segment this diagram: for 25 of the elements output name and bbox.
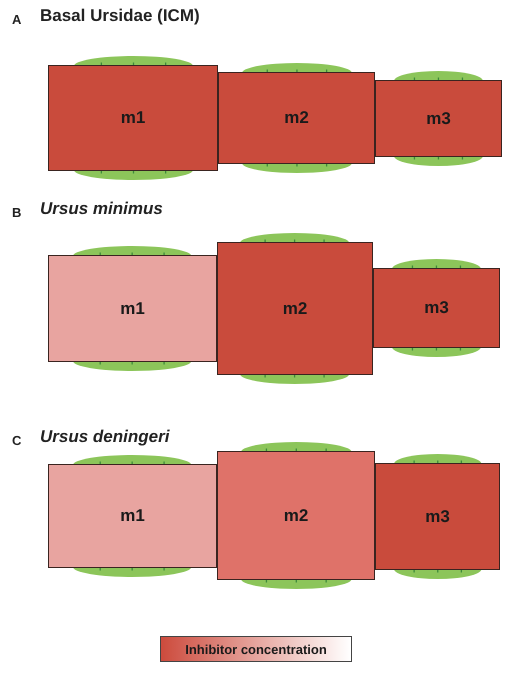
tooth-label: m2 (284, 108, 309, 128)
tooth-label: m1 (120, 108, 146, 128)
panel-heading: Ursus minimus (40, 199, 163, 219)
tooth-box (48, 464, 217, 568)
tooth-label: m3 (425, 506, 450, 526)
panel-letter: B (12, 205, 22, 220)
tooth-box (373, 268, 500, 348)
panel-letter: A (12, 12, 22, 27)
tooth-box (375, 80, 502, 157)
tooth-box (217, 451, 375, 580)
panel-letter: C (12, 433, 22, 448)
tooth-box (48, 255, 217, 362)
tooth-label: m3 (426, 108, 451, 128)
tooth-label: m1 (120, 506, 145, 526)
tooth-label: m2 (284, 506, 308, 526)
panel-heading: Basal Ursidae (ICM) (40, 6, 200, 26)
tooth-box (375, 463, 500, 570)
tooth-label: m1 (120, 298, 145, 318)
tooth-box (218, 72, 375, 164)
panel-heading: Ursus deningeri (40, 427, 170, 447)
tooth-label: m3 (424, 298, 449, 318)
tooth-box (217, 242, 373, 375)
tooth-label: m2 (282, 298, 308, 318)
legend-label: Inhibitor concentration (185, 642, 327, 656)
tooth-box (48, 65, 218, 171)
